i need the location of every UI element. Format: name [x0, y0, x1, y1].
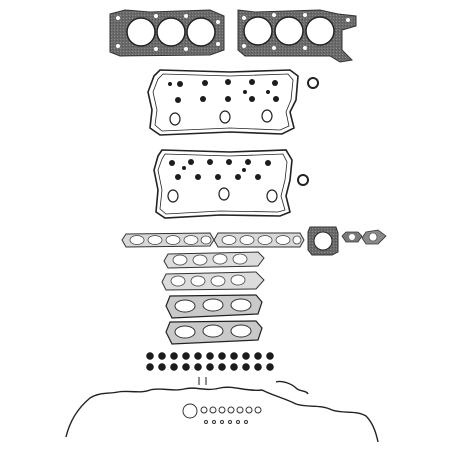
exhaust-gasket-lower — [165, 320, 263, 345]
intake-gasket-left — [121, 232, 215, 248]
lower-intake-gasket-1 — [163, 251, 265, 269]
valve-cover-gasket-lower — [153, 149, 293, 219]
spark-plug-seals-lower — [167, 187, 278, 203]
valve-cover-seals-lower — [169, 159, 271, 180]
valve-cover-gasket-upper — [147, 69, 299, 136]
valve-cover-seals-upper — [168, 79, 279, 103]
lower-intake-gasket-2 — [161, 271, 265, 291]
exhaust-gasket-upper — [165, 294, 263, 319]
o-ring-seal-lower — [297, 174, 309, 186]
egr-valve-gasket — [361, 229, 387, 245]
head-gasket-left — [109, 9, 225, 57]
valve-stem-seals — [146, 352, 274, 371]
egr-gasket — [341, 231, 363, 243]
small-pins — [198, 377, 207, 385]
head-gasket-right — [237, 9, 357, 63]
misc-o-rings — [182, 403, 262, 424]
rear-main-seal-wire — [65, 380, 379, 443]
intake-gasket-right — [213, 232, 305, 248]
spark-plug-seals-upper — [169, 109, 273, 126]
o-ring-seal-upper — [307, 77, 319, 89]
throttle-body-gasket — [307, 226, 339, 256]
